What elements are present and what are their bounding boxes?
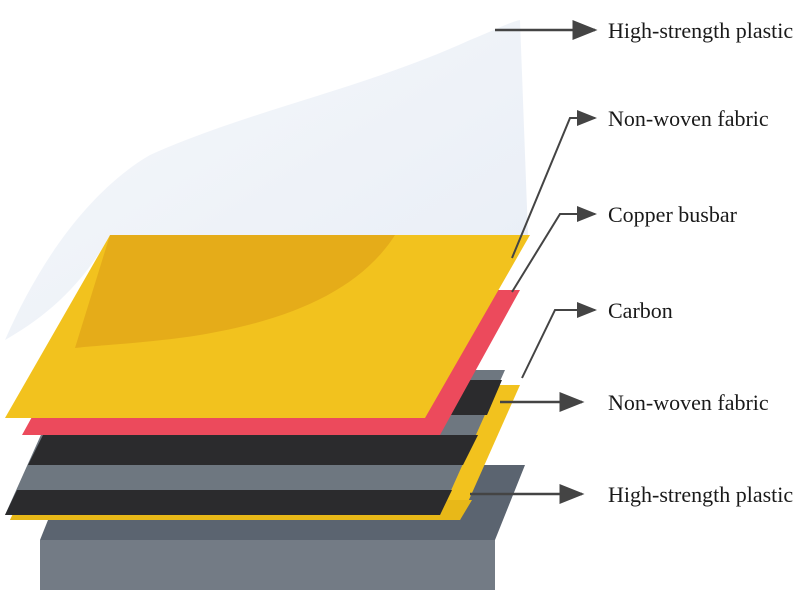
top-plastic-sheet <box>5 20 528 340</box>
carbon-layer-dark-2 <box>28 435 478 465</box>
label-carbon: Carbon <box>608 298 673 323</box>
label-top-plastic: High-strength plastic <box>608 18 793 43</box>
label-bottom-plastic: High-strength plastic <box>608 482 793 507</box>
label-top-nonwoven: Non-woven fabric <box>608 106 769 131</box>
label-bottom-nonwoven: Non-woven fabric <box>608 390 769 415</box>
top-nonwoven-shade <box>75 235 395 348</box>
leader-carbon <box>521 302 597 379</box>
leader-copper <box>511 206 597 293</box>
leader-top-nonwoven <box>511 110 597 259</box>
bottom-plastic-edge <box>40 540 495 590</box>
carbon-layer-dark-1 <box>5 490 452 515</box>
label-copper-busbar: Copper busbar <box>608 202 738 227</box>
